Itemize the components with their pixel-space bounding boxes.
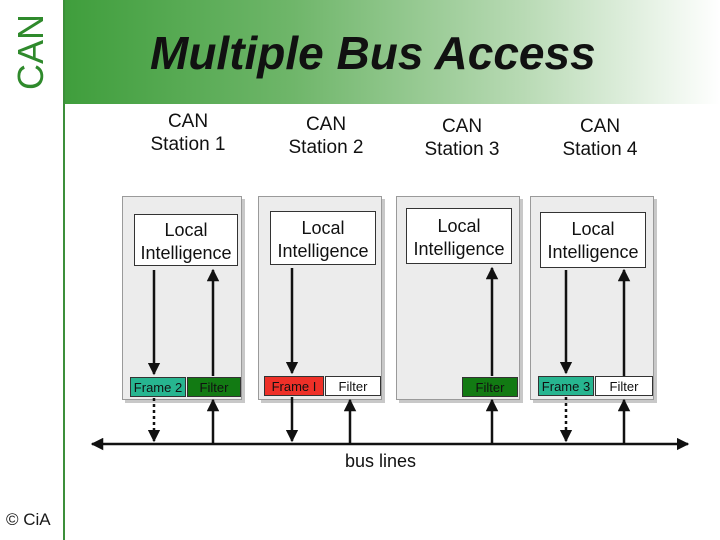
station-2-filter-cell: Filter xyxy=(325,376,381,396)
station-2-frame-cell: Frame I xyxy=(264,376,324,396)
station-1-frame-cell: Frame 2 xyxy=(130,377,186,397)
header-band xyxy=(64,0,720,104)
station-4-filter-cell: Filter xyxy=(595,376,653,396)
bus-lines-label: bus lines xyxy=(345,451,417,471)
page-title: Multiple Bus Access xyxy=(150,27,596,79)
copyright: © CiA xyxy=(6,510,51,529)
left-divider-line xyxy=(63,0,65,540)
station-4-frame-cell: Frame 3 xyxy=(538,376,594,396)
station-1-filter-cell: Filter xyxy=(187,377,241,397)
station-3-filter-cell: Filter xyxy=(462,377,518,397)
